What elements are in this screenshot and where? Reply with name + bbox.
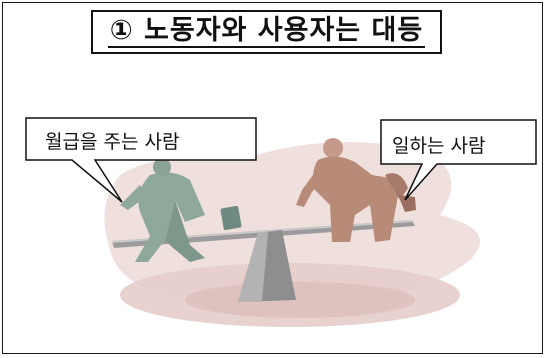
speech-bubble-right-text: 일하는 사람: [392, 135, 486, 157]
seesaw-fulcrum: [238, 230, 296, 302]
worker-figure: [296, 138, 416, 242]
speech-bubble-left: [25, 117, 257, 203]
speech-bubble-right: [380, 119, 537, 201]
title-box: ① 노동자와 사용자는 대등: [91, 10, 442, 54]
speech-bubble-left-text: 월급을 주는 사람: [45, 131, 180, 153]
employer-figure: [120, 158, 242, 262]
page-title: ① 노동자와 사용자는 대등: [107, 15, 426, 48]
